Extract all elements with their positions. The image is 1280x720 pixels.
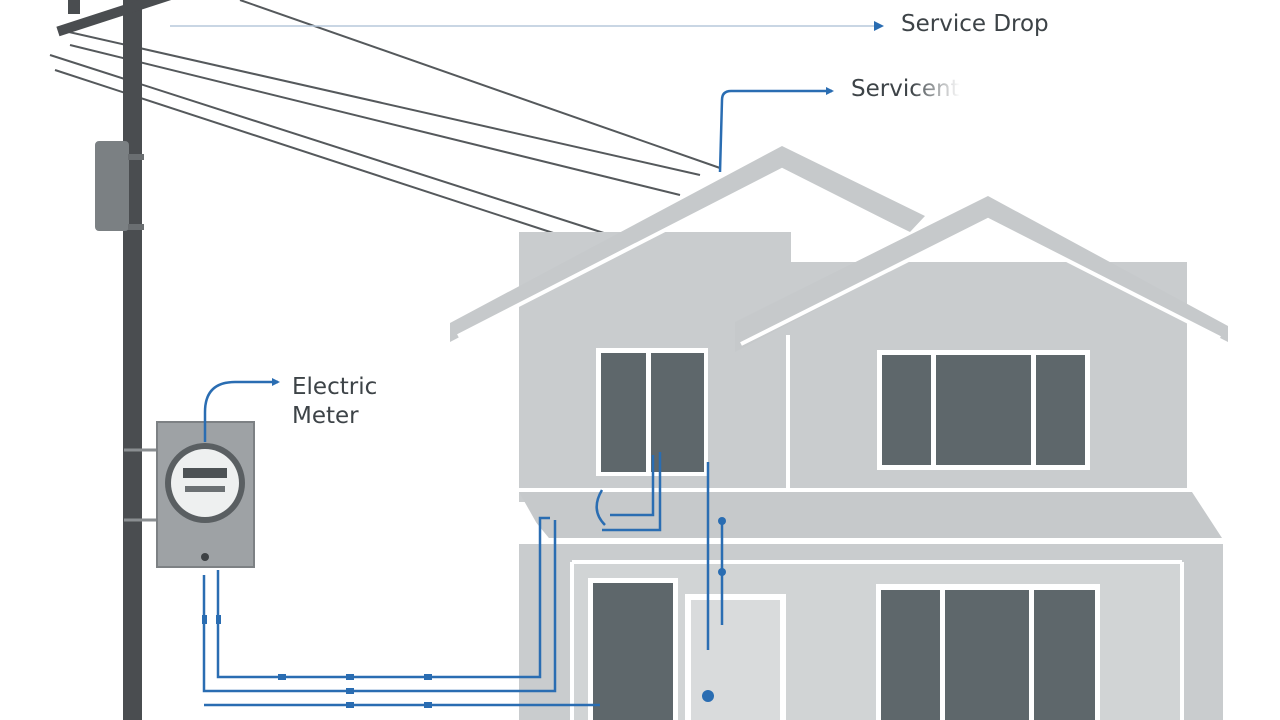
meter-to-house-wire [202, 520, 557, 693]
wire-clip [424, 674, 432, 680]
roof-left-trim [457, 167, 906, 338]
meter-to-house-wire [216, 516, 550, 679]
wire-clip [216, 615, 221, 624]
electric-meter-label: Electric Meter [292, 373, 377, 431]
wire-clip [202, 615, 207, 624]
window-ground-right [876, 584, 1100, 720]
electric-meter-label-line2: Meter [292, 403, 359, 429]
pole-insulator [68, 0, 80, 14]
wire-clip [346, 674, 354, 680]
power-line [54, 69, 591, 246]
porch-roof [519, 492, 1222, 538]
roof-right-gable [735, 196, 1228, 352]
transformer-bracket [128, 224, 144, 230]
wire-markers [202, 517, 726, 708]
utility-pole [56, 0, 174, 720]
wire-node [718, 517, 726, 525]
power-line [59, 29, 701, 176]
service-entrance-leader [718, 87, 834, 173]
meter-digits [183, 468, 227, 478]
electric-meter-label-line1: Electric [292, 374, 378, 400]
wiring [170, 25, 880, 707]
porch-roof-edge [517, 503, 550, 542]
house [450, 146, 1228, 720]
service-entrance-wire [602, 452, 662, 532]
transformer-bracket [128, 154, 144, 160]
window-upper-right [877, 350, 1090, 470]
service-entrance-label: Servicent [851, 75, 960, 104]
wire-clip [346, 688, 354, 694]
wire-clip [424, 702, 432, 708]
power-line [239, 0, 721, 169]
wire-node [718, 568, 726, 576]
window-ground-left [588, 578, 678, 720]
pole-crossarm [56, 0, 174, 37]
power-line [49, 54, 611, 236]
service-drop-arrowhead [874, 21, 884, 31]
electric-meter-leader [203, 378, 280, 442]
service-entrance-wire [610, 455, 655, 517]
electric-meter [124, 421, 255, 568]
meter-register [185, 486, 225, 492]
wire-node [702, 690, 714, 702]
window-upper-left [596, 348, 708, 476]
service-entrance-label-text: Servicent [851, 76, 960, 102]
service-entrance-loop [595, 489, 606, 526]
power-line [69, 44, 681, 196]
meter-dial-face [171, 449, 239, 517]
pole-shaft [123, 0, 142, 720]
wire-clip [346, 702, 354, 708]
wire-clip [278, 674, 286, 680]
roof-right-trim [740, 217, 1221, 346]
front-door [685, 594, 786, 720]
overhead-power-lines [49, 0, 721, 246]
meter-terminal [201, 553, 209, 561]
pole-transformer [95, 141, 129, 231]
service-drop-label: Service Drop [901, 11, 1049, 37]
